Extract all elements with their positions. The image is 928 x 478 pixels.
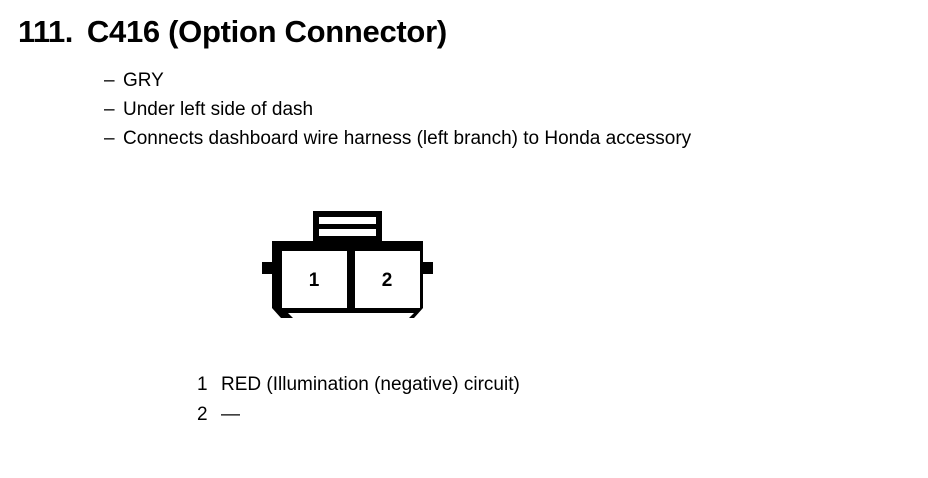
section-number: 111.: [18, 14, 73, 49]
pin-row: 2 —: [197, 400, 520, 430]
connector-body: [262, 241, 433, 319]
page-title: 111. C416 (Option Connector): [18, 14, 447, 50]
description-item: – GRY: [104, 66, 904, 95]
pin-description: RED (Illumination (negative) circuit): [221, 374, 520, 395]
pin-number: 1: [197, 374, 208, 395]
connector-diagram: 1 2: [262, 200, 448, 325]
pin-description: —: [221, 404, 240, 425]
description-text: GRY: [123, 70, 164, 91]
description-list: – GRY – Under left side of dash – Connec…: [104, 66, 904, 153]
connector-name: C416 (Option Connector): [86, 14, 447, 49]
bullet-dash-icon: –: [104, 128, 115, 149]
description-text: Connects dashboard wire harness (left br…: [123, 128, 692, 149]
bullet-dash-icon: –: [104, 99, 115, 120]
cavity-number-1: 1: [309, 270, 320, 291]
connector-locking-tab: [313, 211, 382, 255]
description-item: – Under left side of dash: [104, 95, 904, 124]
description-text: Under left side of dash: [123, 99, 314, 120]
connector-outline-graphic: 1 2: [262, 211, 433, 319]
pin-assignment-list: 1 RED (Illumination (negative) circuit) …: [197, 370, 520, 430]
description-item: – Connects dashboard wire harness (left …: [104, 124, 904, 153]
cavity-number-2: 2: [382, 270, 393, 291]
pin-number: 2: [197, 404, 208, 425]
bullet-dash-icon: –: [104, 70, 115, 91]
pin-row: 1 RED (Illumination (negative) circuit): [197, 370, 520, 400]
